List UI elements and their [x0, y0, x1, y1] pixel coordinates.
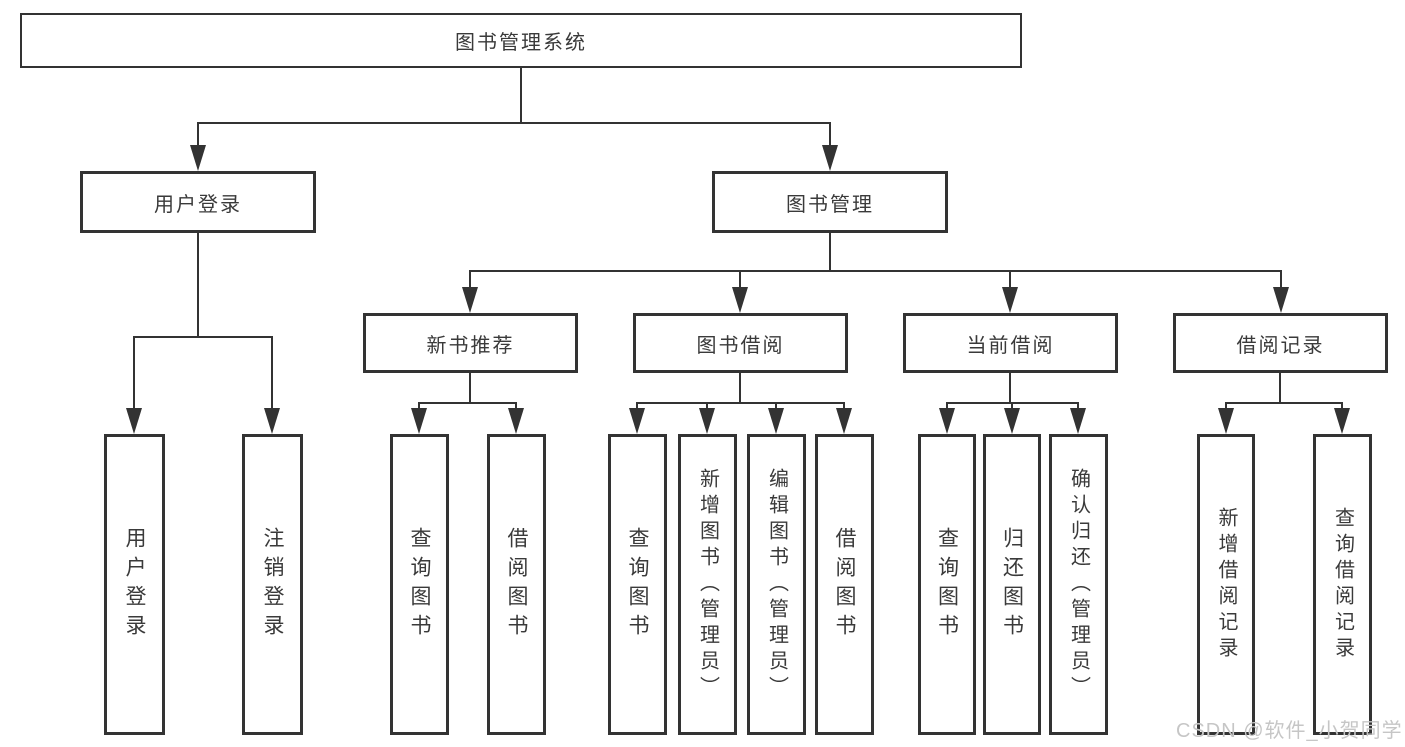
- connector-g2-leaf1-stub: [636, 402, 638, 412]
- connector-group2-stem: [739, 373, 741, 404]
- leaf-edit-books-admin: 编辑图书（管理员）: [747, 434, 806, 735]
- arrow-down-icon: [126, 408, 142, 434]
- connector-book-stem: [829, 233, 831, 272]
- connector-g4-leaf1-stub: [1225, 402, 1227, 412]
- arrow-down-icon: [1273, 287, 1289, 313]
- leaf-add-books-admin: 新增图书（管理员）: [678, 434, 737, 735]
- connector-g2-leaf2-stub: [706, 402, 708, 412]
- node-current-borrow: 当前借阅: [903, 313, 1118, 373]
- leaf-query-books-2: 查询图书: [608, 434, 667, 735]
- leaf-return-books: 归还图书: [983, 434, 1041, 735]
- connector-level2-branch: [197, 122, 831, 124]
- connector-user-leaf1-stub: [133, 336, 135, 412]
- connector-user-branch: [133, 336, 273, 338]
- leaf-query-borrow-record: 查询借阅记录: [1313, 434, 1372, 735]
- arrow-down-icon: [1004, 408, 1020, 434]
- arrow-down-icon: [768, 408, 784, 434]
- connector-group3-branch: [947, 402, 1079, 404]
- leaf-confirm-return-admin: 确认归还（管理员）: [1049, 434, 1108, 735]
- arrow-down-icon: [190, 145, 206, 171]
- arrow-down-icon: [1002, 287, 1018, 313]
- connector-group2-branch: [637, 402, 845, 404]
- connector-user-stub: [197, 122, 199, 148]
- node-user-login: 用户登录: [80, 171, 316, 233]
- arrow-down-icon: [629, 408, 645, 434]
- connector-g3-leaf3-stub: [1077, 402, 1079, 412]
- connector-group3-stem: [1009, 373, 1011, 404]
- arrow-down-icon: [939, 408, 955, 434]
- arrow-down-icon: [699, 408, 715, 434]
- arrow-down-icon: [1334, 408, 1350, 434]
- connector-g1-leaf1-stub: [418, 402, 420, 412]
- connector-book-stub: [829, 122, 831, 148]
- node-book-borrow: 图书借阅: [633, 313, 848, 373]
- arrow-down-icon: [732, 287, 748, 313]
- connector-group1-stub: [469, 270, 471, 292]
- connector-group1-branch: [419, 402, 517, 404]
- connector-g4-leaf2-stub: [1341, 402, 1343, 412]
- connector-g3-leaf1-stub: [946, 402, 948, 412]
- arrow-down-icon: [822, 145, 838, 171]
- arrow-down-icon: [1218, 408, 1234, 434]
- leaf-query-books-3: 查询图书: [918, 434, 976, 735]
- connector-group4-stem: [1279, 373, 1281, 404]
- node-book-management: 图书管理: [712, 171, 948, 233]
- leaf-user-login: 用户登录: [104, 434, 165, 735]
- node-root: 图书管理系统: [20, 13, 1022, 68]
- connector-group4-branch: [1226, 402, 1343, 404]
- arrow-down-icon: [836, 408, 852, 434]
- arrow-down-icon: [411, 408, 427, 434]
- connector-user-leaf2-stub: [271, 336, 273, 412]
- leaf-query-books-1: 查询图书: [390, 434, 449, 735]
- node-borrow-records: 借阅记录: [1173, 313, 1388, 373]
- connector-g3-leaf2-stub: [1011, 402, 1013, 412]
- connector-g2-leaf4-stub: [843, 402, 845, 412]
- connector-group4-stub: [1280, 270, 1282, 292]
- arrow-down-icon: [264, 408, 280, 434]
- node-new-book-recommend: 新书推荐: [363, 313, 578, 373]
- leaf-logout: 注销登录: [242, 434, 303, 735]
- connector-user-stem: [197, 233, 199, 337]
- connector-group3-stub: [1009, 270, 1011, 292]
- arrow-down-icon: [508, 408, 524, 434]
- connector-group1-stem: [469, 373, 471, 404]
- csdn-watermark: CSDN @软件_小贺同学: [1176, 720, 1403, 742]
- arrow-down-icon: [1070, 408, 1086, 434]
- connector-g1-leaf2-stub: [515, 402, 517, 412]
- arrow-down-icon: [462, 287, 478, 313]
- connector-root-stem: [520, 68, 522, 124]
- connector-level3-branch: [470, 270, 1281, 272]
- connector-g2-leaf3-stub: [775, 402, 777, 412]
- leaf-borrow-books-2: 借阅图书: [815, 434, 874, 735]
- leaf-add-borrow-record: 新增借阅记录: [1197, 434, 1255, 735]
- leaf-borrow-books-1: 借阅图书: [487, 434, 546, 735]
- connector-group2-stub: [739, 270, 741, 292]
